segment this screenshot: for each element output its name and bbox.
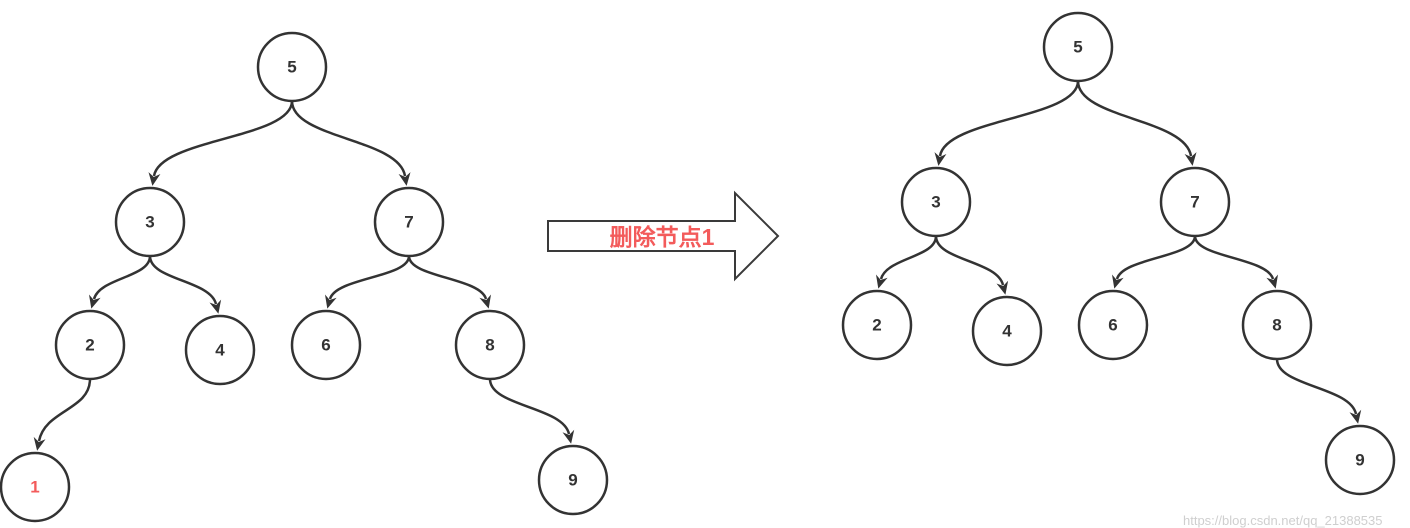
node-label: 3 xyxy=(145,213,154,232)
node-circle xyxy=(841,289,913,361)
node-label: 3 xyxy=(931,193,940,212)
node-circle xyxy=(1159,166,1231,238)
node-layer: 5 3 7 2 4 6 8 xyxy=(0,31,609,523)
node-circle xyxy=(0,451,71,523)
node-circle xyxy=(971,295,1043,367)
tree-node: 3 xyxy=(114,186,186,258)
node-label: 5 xyxy=(1073,38,1082,57)
node-circle xyxy=(114,186,186,258)
tree-node: 8 xyxy=(454,309,526,381)
arrowhead-icon xyxy=(209,299,222,314)
node-circle xyxy=(54,309,126,381)
node-label: 4 xyxy=(1002,322,1012,341)
node-circle xyxy=(537,444,609,516)
node-label: 2 xyxy=(85,336,94,355)
arrowhead-icon xyxy=(479,294,491,309)
edge-line xyxy=(152,100,294,177)
edge-line xyxy=(290,100,407,177)
edge-line xyxy=(328,255,411,300)
node-label: 7 xyxy=(404,213,413,232)
arrowhead-icon xyxy=(1266,274,1278,289)
arrowhead-icon xyxy=(1349,409,1362,424)
operation-label: 删除节点1 xyxy=(610,224,715,250)
edge-line xyxy=(92,255,152,300)
edge-line xyxy=(37,378,92,442)
arrowhead-icon xyxy=(398,172,411,186)
edge-line xyxy=(488,378,571,435)
arrowhead-icon xyxy=(562,429,575,444)
arrowhead-icon xyxy=(89,294,101,309)
edge-layer xyxy=(33,100,575,451)
delete-operation-arrow: 删除节点1 xyxy=(547,190,780,282)
tree-node: 9 xyxy=(537,444,609,516)
tree-node: 5 xyxy=(256,31,328,103)
tree-node: 2 xyxy=(841,289,913,361)
node-label: 4 xyxy=(215,341,225,360)
tree-node-deleted: 1 xyxy=(0,451,71,523)
edge-line xyxy=(938,80,1080,157)
arrowhead-icon xyxy=(1184,152,1197,166)
node-circle xyxy=(1077,289,1149,361)
arrowhead-icon xyxy=(33,436,46,451)
arrowhead-icon xyxy=(996,280,1009,295)
edge-line xyxy=(1076,80,1193,157)
node-circle xyxy=(290,309,362,381)
node-circle xyxy=(256,31,328,103)
node-label: 9 xyxy=(568,471,577,490)
edge-layer xyxy=(876,80,1362,424)
right-arrow-icon xyxy=(547,190,780,282)
tree-node: 3 xyxy=(900,166,972,238)
node-label: 6 xyxy=(321,336,330,355)
watermark-text: https://blog.csdn.net/qq_21388535 xyxy=(1183,513,1383,528)
node-circle xyxy=(900,166,972,238)
node-label: 2 xyxy=(872,316,881,335)
node-label: 6 xyxy=(1108,316,1117,335)
node-label: 7 xyxy=(1190,193,1199,212)
arrowhead-icon xyxy=(325,294,337,309)
edge-line xyxy=(1115,235,1197,280)
node-label: 8 xyxy=(1272,316,1281,335)
tree-node: 5 xyxy=(1042,11,1114,83)
arrowhead-icon xyxy=(148,172,161,186)
node-label: 9 xyxy=(1355,451,1364,470)
tree-node: 8 xyxy=(1241,289,1313,361)
node-circle xyxy=(1324,424,1396,496)
edge-line xyxy=(148,255,218,305)
tree-node: 9 xyxy=(1324,424,1396,496)
tree-after-deletion: 5 3 7 2 4 6 8 xyxy=(841,11,1396,496)
arrowhead-icon xyxy=(934,152,947,166)
edge-line xyxy=(1275,358,1358,415)
tree-node: 2 xyxy=(54,309,126,381)
node-circle xyxy=(1241,289,1313,361)
arrowhead-icon xyxy=(1112,274,1124,289)
node-circle xyxy=(1042,11,1114,83)
edge-line xyxy=(879,235,938,280)
node-circle xyxy=(373,186,445,258)
tree-node: 4 xyxy=(184,314,256,386)
node-circle xyxy=(184,314,256,386)
edge-line xyxy=(407,255,488,300)
tree-node: 6 xyxy=(1077,289,1149,361)
tree-before-deletion: 5 3 7 2 4 6 8 xyxy=(0,31,609,523)
tree-node: 7 xyxy=(373,186,445,258)
node-label: 5 xyxy=(287,58,296,77)
node-label: 8 xyxy=(485,336,494,355)
arrowhead-icon xyxy=(876,274,888,289)
node-circle xyxy=(454,309,526,381)
edge-line xyxy=(934,235,1005,286)
tree-node: 7 xyxy=(1159,166,1231,238)
tree-node: 6 xyxy=(290,309,362,381)
edge-line xyxy=(1193,235,1275,280)
node-layer: 5 3 7 2 4 6 8 xyxy=(841,11,1396,496)
node-label: 1 xyxy=(30,478,39,497)
tree-node: 4 xyxy=(971,295,1043,367)
